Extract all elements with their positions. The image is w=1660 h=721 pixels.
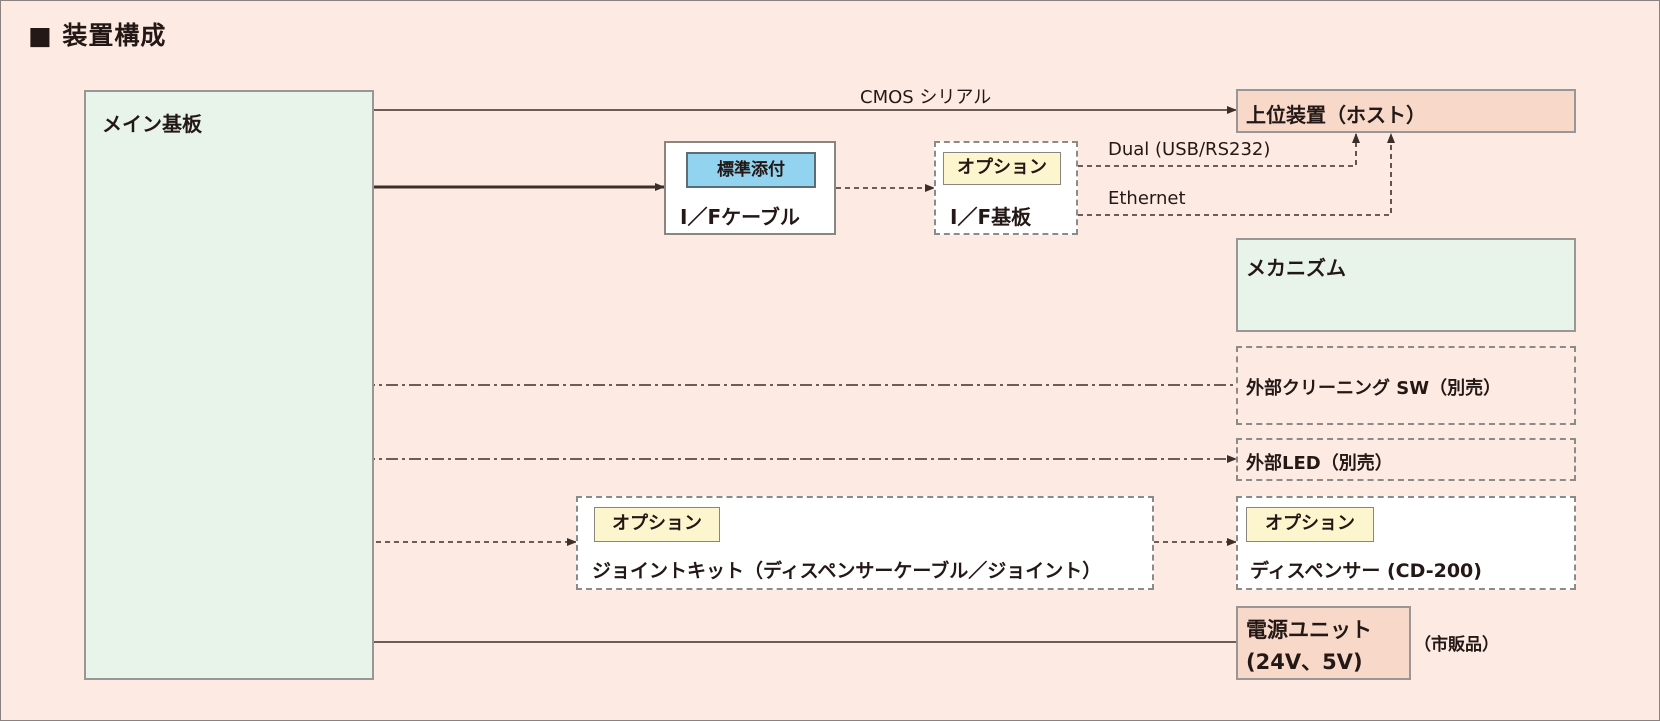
dual-label: Dual (USB/RS232) [1108, 139, 1271, 160]
if-cable-box: 標準添付 I／Fケーブル [664, 141, 836, 235]
dispenser-box: オプション ディスペンサー (CD-200) [1236, 496, 1576, 590]
cleaning-sw-label: 外部クリーニング SW（別売） [1246, 378, 1502, 399]
option-tag: オプション [1246, 507, 1374, 542]
joint-kit-label: ジョイントキット（ディスペンサーケーブル／ジョイント） [592, 560, 1102, 582]
if-board-box: オプション I／F基板 [934, 141, 1078, 235]
power-unit-label-line2: (24V、5V) [1246, 650, 1363, 674]
joint-kit-box: オプション ジョイントキット（ディスペンサーケーブル／ジョイント） [576, 496, 1154, 590]
ext-led-box: 外部LED（別売） [1236, 438, 1576, 481]
host-label: 上位装置（ホスト） [1246, 103, 1426, 127]
main-board-box: メイン基板 [84, 90, 374, 680]
power-unit-label-line1: 電源ユニット [1246, 618, 1372, 642]
if-board-label: I／F基板 [950, 205, 1032, 229]
host-box: 上位装置（ホスト） [1236, 89, 1576, 133]
standard-tag: 標準添付 [686, 152, 816, 188]
cleaning-sw-box: 外部クリーニング SW（別売） [1236, 346, 1576, 425]
ext-led-label: 外部LED（別売） [1246, 453, 1393, 474]
if-cable-label: I／Fケーブル [680, 205, 800, 229]
mechanism-label: メカニズム [1246, 256, 1346, 280]
mechanism-box: メカニズム [1236, 238, 1576, 332]
page-title: ■ 装置構成 [28, 21, 167, 50]
option-tag: オプション [943, 152, 1061, 185]
main-board-label: メイン基板 [102, 112, 202, 136]
ethernet-label: Ethernet [1108, 188, 1186, 209]
cmos-serial-label: CMOS シリアル [860, 87, 992, 108]
power-unit-box: 電源ユニット (24V、5V) [1236, 606, 1411, 680]
dispenser-label: ディスペンサー (CD-200) [1250, 560, 1482, 582]
market-label: （市販品） [1414, 635, 1499, 655]
option-tag: オプション [594, 507, 720, 542]
